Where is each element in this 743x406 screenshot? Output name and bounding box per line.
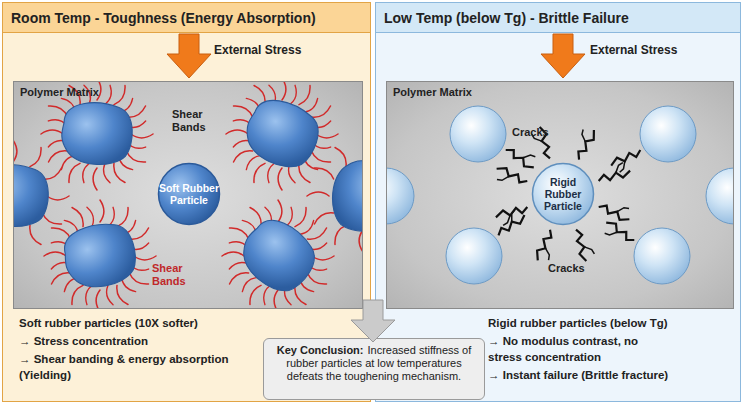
conclusion-box: Key Conclusion:Increased stiffness of ru… [263,338,485,400]
particle-label: Rigid Rubber Particle [531,162,595,226]
shear-band-label: Shear Bands [152,262,192,288]
shear-band-label: Shear Bands [172,108,212,134]
mechanism-step: → Shear banding & energy absorption (Yie… [19,351,259,383]
force-label: External Stress [214,44,301,57]
particle-label: Soft Rubber Particle [157,162,221,226]
mechanism-step: → Stress concentration [19,333,259,349]
force-label: External Stress [590,44,677,57]
mechanism-step: Soft rubber particles (10X softer) [19,315,259,331]
conclusion-heading: Key Conclusion: [277,344,364,356]
matrix-box: Polymer MatrixRigid Rubber Particle [386,81,734,309]
panel-heading: Room Temp - Toughness (Energy Absorption… [3,3,370,33]
toughened-matrix-illustration [14,82,362,308]
matrix-label: Polymer Matrix [20,86,99,99]
mechanism-step: → No modulus contrast, no stress concent… [488,333,653,365]
matrix-label: Polymer Matrix [393,86,472,99]
rubber-particle: Rigid Rubber Particle [531,162,595,226]
crack-label: Cracks [512,126,549,139]
rubber-particle: Soft Rubber Particle [157,162,221,226]
panel-heading: Low Temp (below Tg) - Brittle Failure [376,3,740,33]
mechanism-step: → Instant failure (Brittle fracture) [488,367,728,383]
crack-label: Cracks [548,262,585,275]
mechanism-step: Rigid rubber particles (below Tg) [488,315,728,331]
